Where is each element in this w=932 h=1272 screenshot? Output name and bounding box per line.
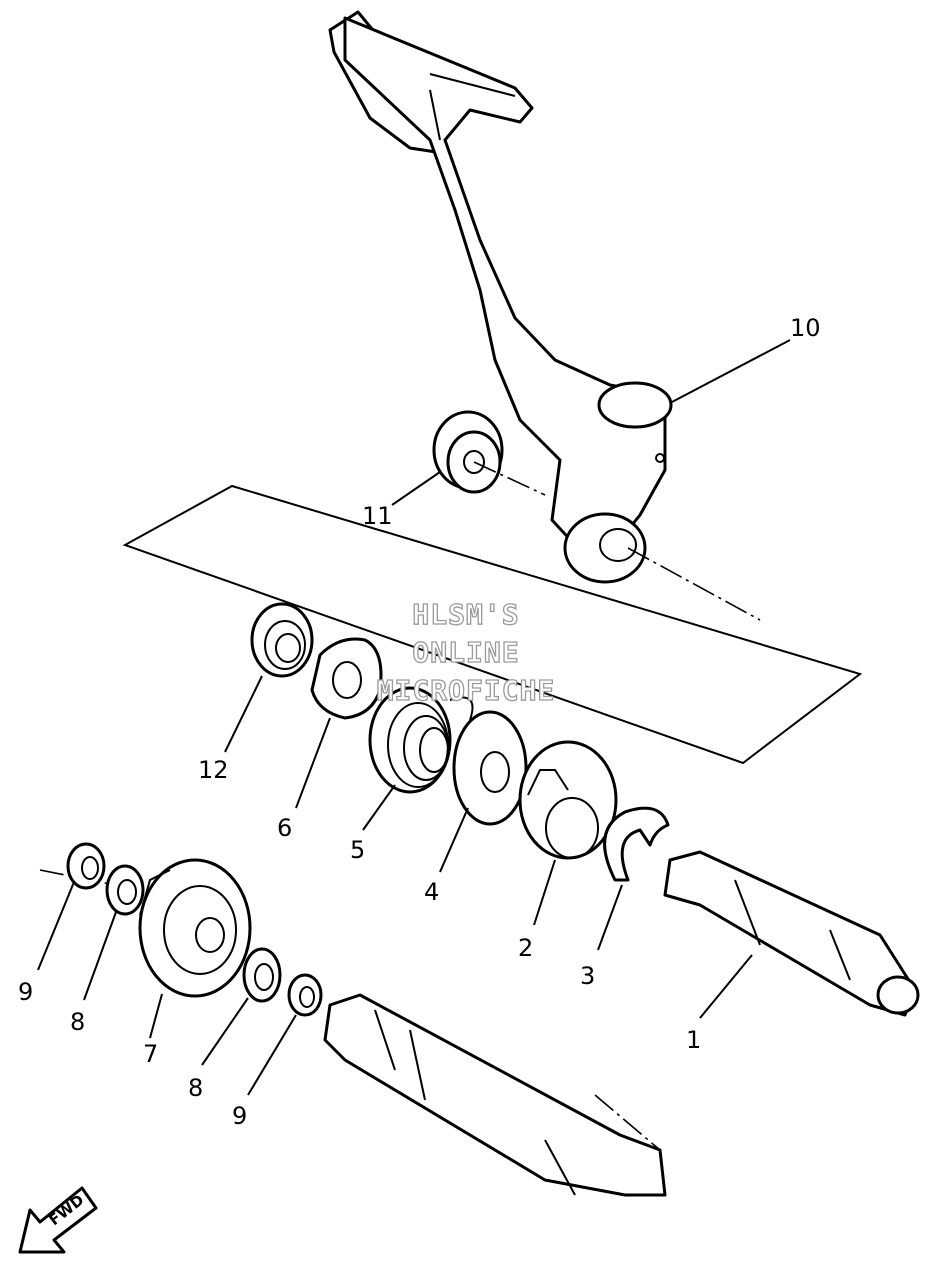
callout-11: 11: [362, 502, 393, 530]
part-8-washer-left: [105, 864, 145, 916]
watermark: HLSM'S ONLINE MICROFICHE: [376, 597, 556, 707]
part-12-oil-seal: [250, 602, 314, 678]
kick-crank-lever: [328, 10, 673, 584]
watermark-line-3: MICROFICHE: [377, 674, 556, 707]
part-9-circlip-left: [66, 842, 106, 890]
part-5-torsion-spring: [368, 686, 474, 794]
watermark-line-1: HLSM'S: [412, 598, 519, 631]
assembly-axis-upper: [473, 461, 761, 621]
callout-8-right: 8: [188, 1074, 203, 1102]
fwd-direction-marker: FWD: [18, 1186, 98, 1254]
watermark-line-2: ONLINE: [412, 636, 519, 669]
assembly-frame: [122, 484, 863, 765]
callout-1: 1: [686, 1026, 701, 1054]
callout-2: 2: [518, 934, 533, 962]
callout-9-right: 9: [232, 1102, 247, 1130]
callout-8-left: 8: [70, 1008, 85, 1036]
arrow-left-down-icon: [18, 1186, 98, 1254]
callout-10: 10: [790, 314, 821, 342]
part-7-idler-gear: [138, 858, 252, 998]
part-11-nut: [432, 410, 504, 494]
part-4-washer: [452, 710, 528, 826]
callout-9-left: 9: [18, 978, 33, 1006]
callout-4: 4: [424, 878, 439, 906]
callout-12: 12: [198, 756, 229, 784]
lower-main-shaft: [323, 993, 667, 1197]
callout-6: 6: [277, 814, 292, 842]
part-3-circlip: [603, 806, 670, 882]
part-2-kick-gear: [518, 740, 618, 860]
callout-7: 7: [143, 1040, 158, 1068]
leader-lines: [37, 339, 791, 1096]
part-6-spring-stopper: [310, 637, 383, 720]
callout-5: 5: [350, 836, 365, 864]
callout-numbers: 10 11 12 6 5 4 2 3 1 9 8 7 8 9: [18, 314, 821, 1130]
callout-3: 3: [580, 962, 595, 990]
part-9-circlip-right: [287, 973, 323, 1017]
part-8-washer-right: [242, 947, 282, 1003]
part-1-kick-shaft: [663, 850, 920, 1017]
